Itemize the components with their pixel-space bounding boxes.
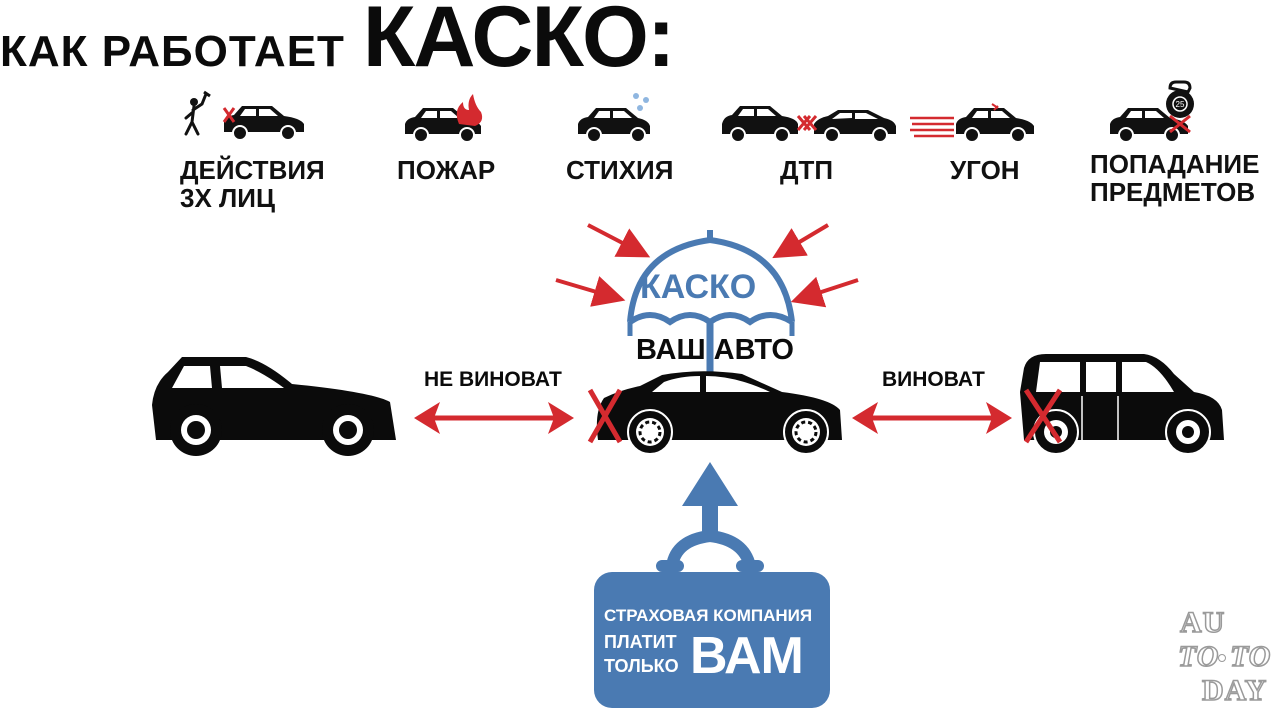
insurer-name: СТРАХОВАЯ КОМПАНИЯ	[604, 606, 813, 625]
risk-arrows	[555, 223, 859, 308]
risk-third-party: ДЕЙСТВИЯ 3Х ЛИЦ	[180, 88, 325, 212]
insurer-box	[594, 572, 830, 708]
page-title: КАК РАБОТАЕТ КАСКО:	[0, 0, 676, 85]
risk-label-line2: ПРЕДМЕТОВ	[1090, 177, 1256, 207]
watermark-to1: TO	[1177, 639, 1220, 674]
not-guilty-label: НЕ ВИНОВАТ	[424, 368, 562, 391]
watermark-to2: TO	[1229, 639, 1272, 674]
risk-label-line2: 3Х ЛИЦ	[180, 183, 275, 213]
not-guilty-arrow	[414, 402, 574, 434]
risk-label: ДТП	[780, 155, 834, 185]
title-kasko: КАСКО:	[362, 0, 676, 85]
insurer-only: ТОЛЬКО	[604, 656, 679, 676]
guilty-label: ВИНОВАТ	[882, 368, 985, 391]
your-car-label: ВАШ АВТО	[636, 334, 794, 366]
vandal-car-icon	[184, 90, 304, 141]
risk-fire: ПОЖАР	[397, 88, 495, 184]
insurer-you: ВАМ	[690, 627, 804, 685]
watermark-dot	[1218, 654, 1226, 662]
car-theft-icon	[910, 103, 1034, 143]
watermark-day: DAY	[1201, 673, 1268, 708]
falling-object-car-icon: 25	[1110, 80, 1194, 143]
other-car-right	[1020, 354, 1224, 455]
payout-arrow	[656, 462, 764, 572]
risk-disaster: СТИХИЯ	[566, 88, 673, 184]
risk-falling-objects: 25 ПОПАДАНИЕ ПРЕДМЕТОВ	[1090, 80, 1259, 206]
your-car	[587, 371, 842, 455]
other-car-left	[152, 357, 396, 456]
umbrella-label: КАСКО	[640, 268, 757, 306]
guilty-arrow	[852, 402, 1012, 434]
watermark-au: AU	[1179, 605, 1226, 640]
car-crash-icon	[722, 106, 896, 143]
title-prefix: КАК РАБОТАЕТ	[0, 27, 345, 76]
risk-label: УГОН	[950, 155, 1020, 185]
risk-label: ПОЖАР	[397, 155, 496, 185]
risk-theft: УГОН	[908, 88, 1048, 184]
risk-label: СТИХИЯ	[566, 155, 674, 185]
car-fire-icon	[405, 94, 483, 143]
umbrella-icon	[627, 230, 795, 378]
risk-label-line1: ПОПАДАНИЕ	[1090, 149, 1260, 179]
weight-digits: 25	[1176, 100, 1185, 109]
car-hail-icon	[578, 93, 650, 143]
risk-accident: ДТП	[718, 88, 898, 184]
risk-label-line1: ДЕЙСТВИЯ	[180, 155, 325, 185]
insurer-pays: ПЛАТИТ	[604, 632, 677, 652]
